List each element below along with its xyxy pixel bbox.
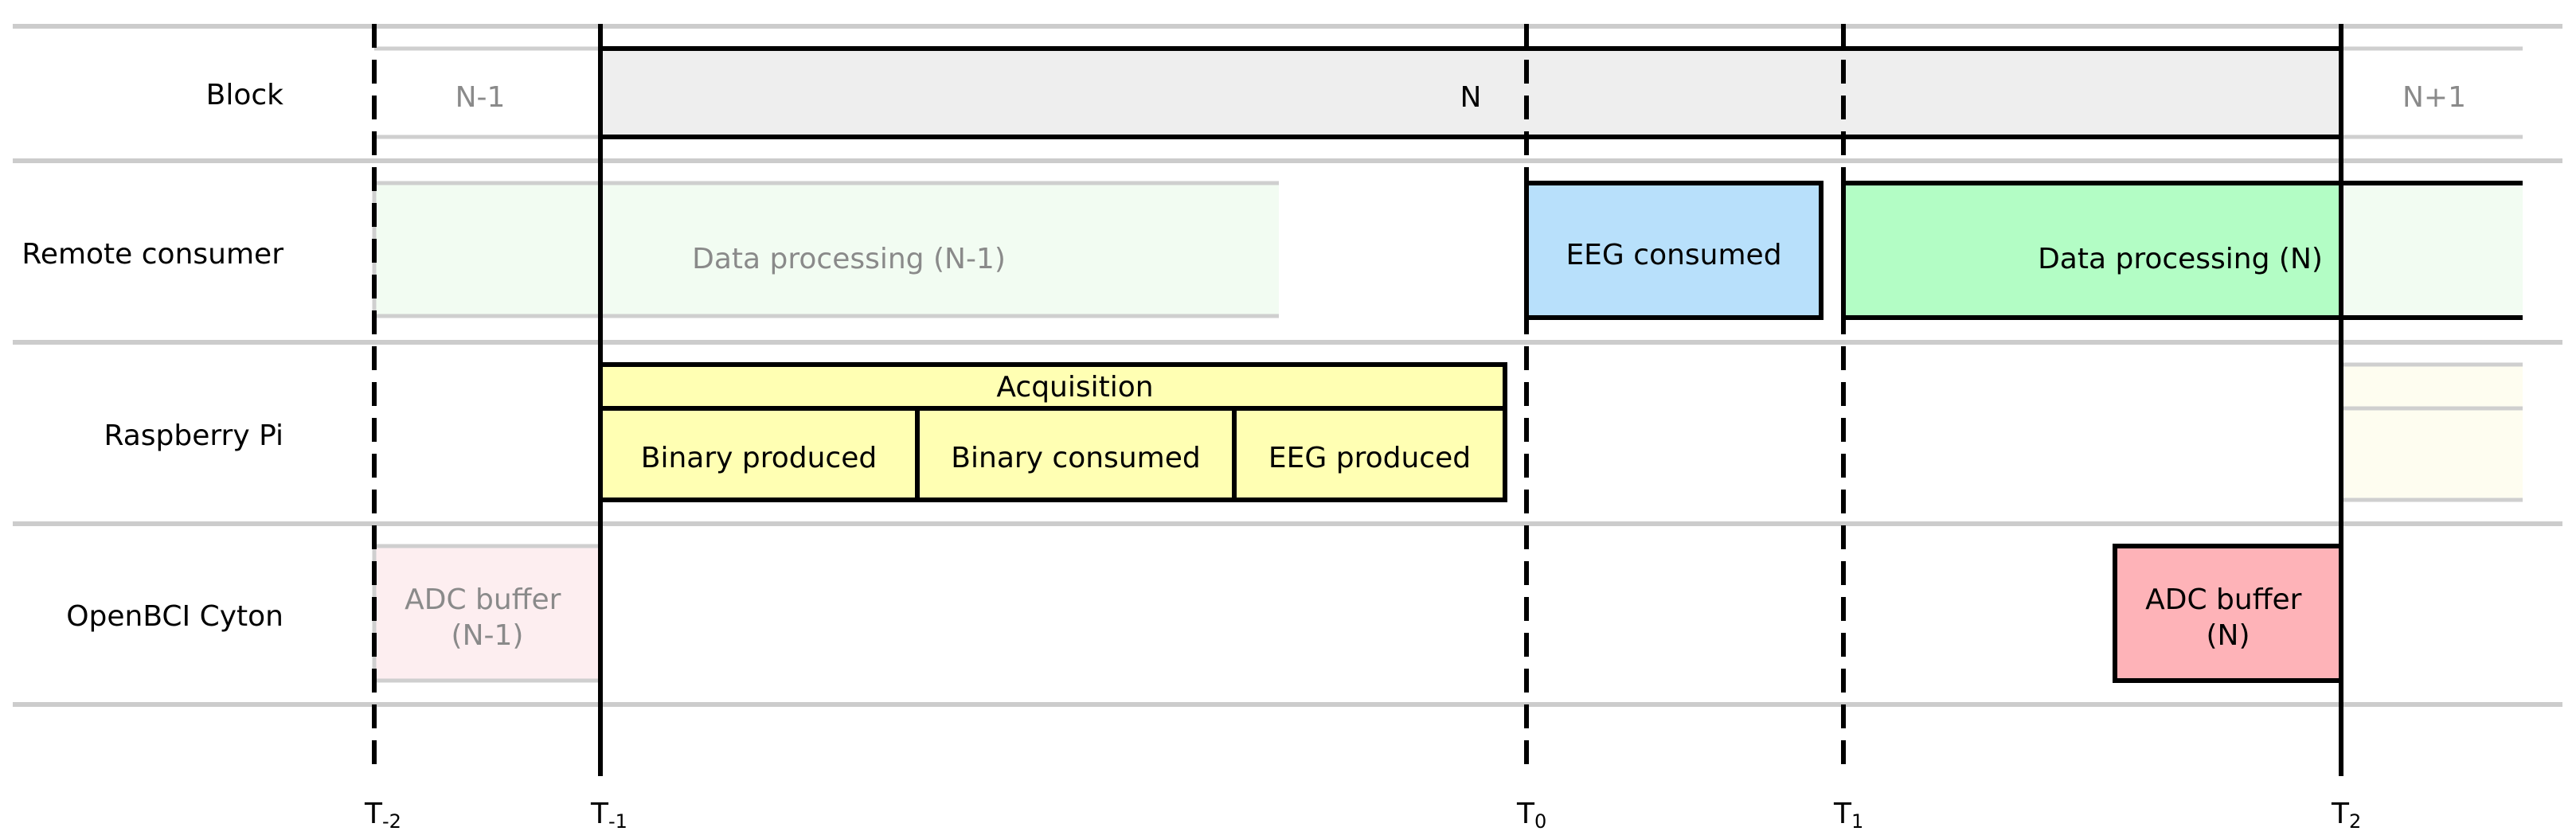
remote-previous-processing: [374, 183, 1279, 316]
remote-consumer-row: Data processing (N-1) EEG consumed Data …: [372, 181, 2523, 320]
time-label-t1: T1: [1833, 798, 1863, 833]
row-separators: [13, 24, 2562, 707]
row-label-remote-consumer: Remote consumer: [21, 238, 283, 271]
cyton-previous-buffer-line-1: ADC buffer: [405, 583, 561, 616]
raspberry-pi-row: Acquisition Binary produced Binary consu…: [598, 362, 2523, 502]
remote-current-processing: [1843, 183, 2341, 318]
row-label-raspberry-pi: Raspberry Pi: [104, 419, 283, 452]
cyton-previous-buffer-label: ADC buffer (N-1): [405, 583, 570, 652]
eeg-produced-box: [1232, 406, 1507, 502]
cyton-current-buffer-line-2: (N): [2206, 619, 2250, 652]
remote-previous-processing-label: Data processing (N-1): [692, 243, 1006, 275]
block-current: [598, 46, 2343, 139]
binary-produced-label: Binary produced: [641, 442, 877, 474]
time-label-t-minus-2: T-2: [364, 798, 401, 833]
eeg-produced-label: EEG produced: [1268, 442, 1471, 474]
block-previous-label: N-1: [455, 81, 506, 114]
block-next-label: N+1: [2402, 81, 2466, 114]
row-labels: Block Remote consumer Raspberry Pi OpenB…: [21, 79, 283, 633]
block-row: N-1 N N+1: [374, 46, 2523, 139]
time-label-t2: T2: [2331, 798, 2361, 833]
row-label-openbci-cyton: OpenBCI Cyton: [66, 600, 283, 633]
remote-current-processing-faded: [2341, 183, 2523, 318]
time-labels: T-2 T-1 T0 T1 T2: [364, 798, 2361, 833]
time-label-t0: T0: [1516, 798, 1546, 833]
binary-consumed-label: Binary consumed: [951, 442, 1200, 474]
cyton-previous-buffer: [372, 544, 603, 683]
next-acquisition-faded: [2341, 365, 2523, 500]
row-label-block: Block: [206, 79, 284, 111]
binary-consumed-box: [915, 406, 1237, 502]
time-markers: [372, 24, 2343, 776]
openbci-cyton-row: ADC buffer (N-1) ADC buffer (N): [372, 544, 2343, 683]
time-label-t-minus-1: T-1: [590, 798, 627, 833]
remote-current-processing-label: Data processing (N): [2038, 243, 2323, 275]
cyton-previous-buffer-line-2: (N-1): [451, 619, 524, 652]
cyton-current-buffer: [2113, 544, 2343, 683]
block-current-label: N: [1460, 81, 1482, 114]
acquisition-label: Acquisition: [996, 371, 1153, 404]
cyton-current-buffer-line-1: ADC buffer: [2145, 583, 2302, 616]
cyton-current-buffer-label: ADC buffer (N): [2145, 583, 2311, 652]
eeg-consumed-label: EEG consumed: [1566, 239, 1781, 271]
eeg-consumed-box: [1524, 181, 1824, 320]
